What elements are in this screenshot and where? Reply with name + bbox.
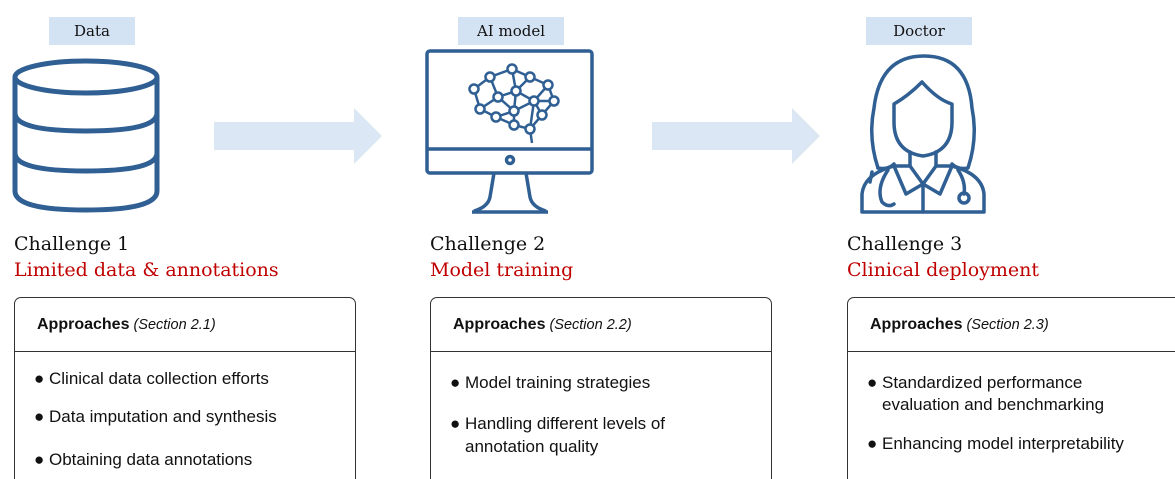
list-item: ●Handling different levels of xyxy=(450,413,665,435)
section-ref: (Section 2.3) xyxy=(966,317,1049,333)
challenge-2-title: Challenge 2 xyxy=(430,233,546,255)
bullet: ● xyxy=(450,373,461,392)
list-item-continuation: evaluation and benchmarking xyxy=(867,394,1104,416)
list-item: ●Enhancing model interpretability xyxy=(867,433,1124,455)
list-item: ●Obtaining data annotations xyxy=(34,449,252,471)
doctor-icon xyxy=(860,54,986,214)
list-item: ●Standardized performance xyxy=(867,372,1082,394)
bullet: ● xyxy=(34,450,45,469)
bullet: ● xyxy=(34,369,45,388)
approaches-header-3: Approaches(Section 2.3) xyxy=(848,298,1175,352)
bullet: ● xyxy=(867,373,878,392)
approaches-label: Approaches xyxy=(453,316,546,333)
list-item-text: annotation quality xyxy=(465,437,599,456)
brain-monitor-icon xyxy=(425,49,594,214)
database-icon xyxy=(12,58,160,213)
approaches-header-1: Approaches(Section 2.1) xyxy=(15,298,355,352)
approaches-box-3: Approaches(Section 2.3) ●Standardized pe… xyxy=(847,297,1175,479)
tag-data: Data xyxy=(49,17,135,45)
challenge-2-subtitle: Model training xyxy=(430,259,574,281)
section-ref: (Section 2.1) xyxy=(133,317,216,333)
approaches-box-1: Approaches(Section 2.1) ●Clinical data c… xyxy=(14,297,356,479)
arrow-right-icon xyxy=(652,108,820,164)
list-item: ●Model training strategies xyxy=(450,372,650,394)
tag-ai-model: AI model xyxy=(458,17,564,45)
bullet: ● xyxy=(450,414,461,433)
challenge-3-subtitle: Clinical deployment xyxy=(847,259,1040,281)
bullet: ● xyxy=(34,407,45,426)
list-item: ●Data imputation and synthesis xyxy=(34,406,277,428)
challenge-3-title: Challenge 3 xyxy=(847,233,963,255)
approaches-box-2: Approaches(Section 2.2) ●Model training … xyxy=(430,297,772,479)
approaches-label: Approaches xyxy=(37,316,130,333)
list-item-text: Model training strategies xyxy=(465,373,651,392)
list-item-continuation: annotation quality xyxy=(450,436,598,458)
approaches-header-2: Approaches(Section 2.2) xyxy=(431,298,771,352)
list-item-text: Standardized performance xyxy=(882,373,1083,392)
bullet: ● xyxy=(867,434,878,453)
section-ref: (Section 2.2) xyxy=(549,317,632,333)
list-item-text: Data imputation and synthesis xyxy=(49,407,277,426)
list-item-text: Handling different levels of xyxy=(465,414,666,433)
tag-doctor: Doctor xyxy=(866,17,972,45)
list-item-text: Clinical data collection efforts xyxy=(49,369,269,388)
challenge-1-subtitle: Limited data & annotations xyxy=(14,259,279,281)
list-item-text: evaluation and benchmarking xyxy=(882,395,1105,414)
list-item: ●Clinical data collection efforts xyxy=(34,368,269,390)
challenge-1-title: Challenge 1 xyxy=(14,233,130,255)
arrow-right-icon xyxy=(214,108,382,164)
list-item-text: Obtaining data annotations xyxy=(49,450,253,469)
list-item-text: Enhancing model interpretability xyxy=(882,434,1124,453)
approaches-label: Approaches xyxy=(870,316,963,333)
